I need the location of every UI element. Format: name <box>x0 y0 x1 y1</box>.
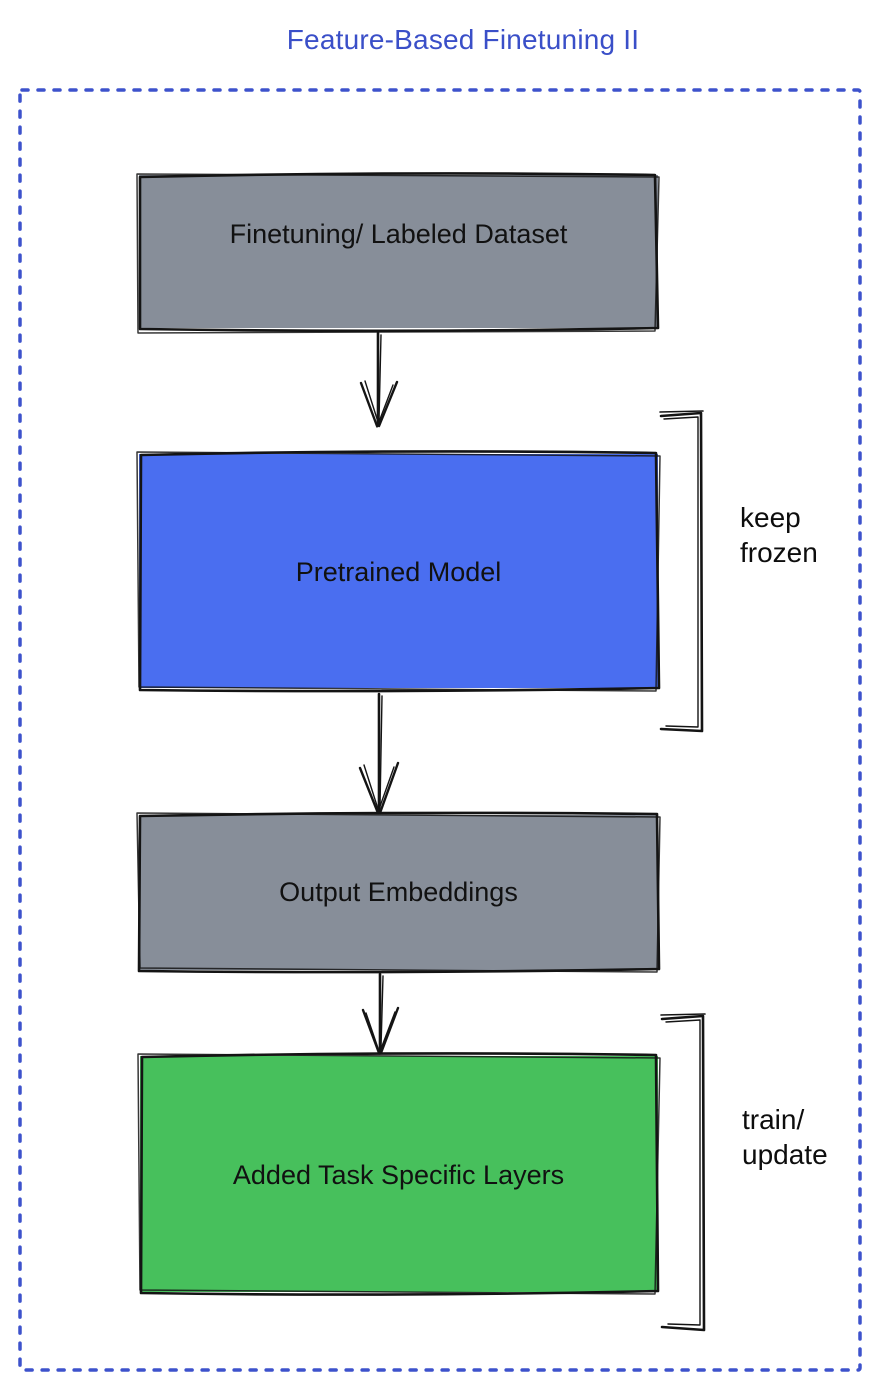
pretrained-box-label: Pretrained Model <box>295 557 502 587</box>
keep-frozen-annotation: keep frozen <box>740 500 818 570</box>
train-update-annotation: train/ update <box>742 1102 828 1172</box>
arrow-dataset-to-pretrained <box>359 331 399 428</box>
keep-frozen-bracket <box>659 410 704 733</box>
box-outlines <box>136 172 661 1296</box>
page-title: Feature-Based Finetuning II <box>286 24 640 55</box>
dataset-box-label: Finetuning/ Labeled Dataset <box>229 219 568 249</box>
keep-frozen-line2: frozen <box>740 537 818 568</box>
tasklayers-box <box>140 1056 658 1292</box>
train-update-line1: train/ <box>742 1104 805 1135</box>
embeddings-box-label: Output Embeddings <box>279 877 518 907</box>
dotted-frame <box>18 88 862 1372</box>
train-update-bracket <box>660 1013 706 1332</box>
tasklayers-box-label: Added Task Specific Layers <box>232 1160 565 1190</box>
arrow-pretrained-to-embeddings <box>358 692 400 815</box>
train-update-line2: update <box>742 1139 828 1170</box>
arrow-embeddings-to-tasklayers <box>361 972 400 1055</box>
embeddings-box <box>139 815 658 970</box>
dataset-box <box>139 175 658 328</box>
keep-frozen-line1: keep <box>740 502 801 533</box>
pretrained-box <box>139 454 658 688</box>
